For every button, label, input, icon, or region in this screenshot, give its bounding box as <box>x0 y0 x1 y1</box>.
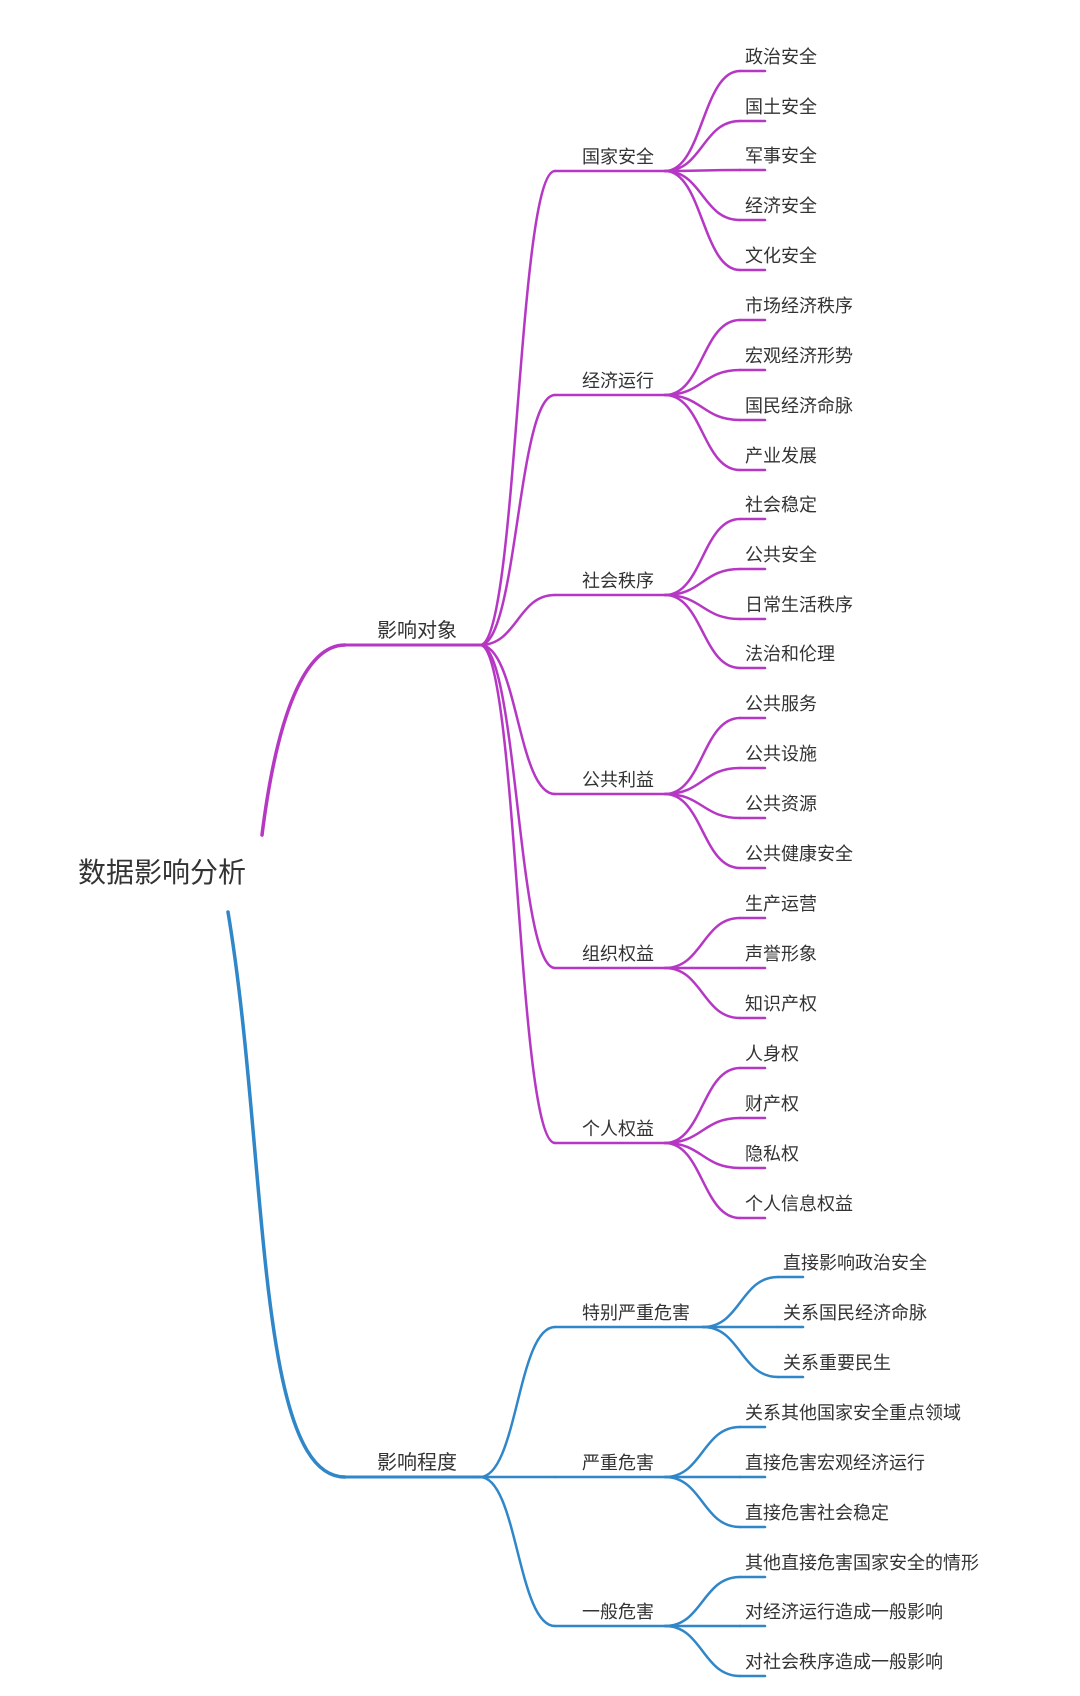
edge-level2-to-leaf-0-3-0 <box>663 716 742 796</box>
level1-node-label: 影响程度 <box>377 1450 457 1474</box>
edge-level1-to-level2-1-2 <box>478 1475 557 1628</box>
leaf-node-label: 公共资源 <box>745 794 817 815</box>
level2-node-label: 经济运行 <box>582 371 654 392</box>
edge-level2-to-leaf-0-4-2 <box>663 966 742 1020</box>
edge-level2-to-leaf-0-1-3 <box>663 393 742 472</box>
edge-level2-to-leaf-1-1-2 <box>663 1475 742 1529</box>
edge-level2-to-leaf-0-2-0 <box>663 517 742 597</box>
edge-level2-to-leaf-0-0-1 <box>663 119 742 173</box>
leaf-node-label: 国土安全 <box>745 97 817 118</box>
edge-level2-to-leaf-0-5-2 <box>663 1141 742 1170</box>
leaf-node-label: 关系重要民生 <box>783 1353 891 1374</box>
edge-level1-to-level2-0-3 <box>478 643 557 796</box>
edge-level2-to-leaf-0-3-2 <box>663 792 742 820</box>
edge-level2-to-leaf-0-1-2 <box>663 393 742 422</box>
leaf-node-label: 军事安全 <box>745 146 817 167</box>
edge-level1-to-level2-1-0 <box>478 1325 557 1479</box>
leaf-node-label: 人身权 <box>745 1044 799 1065</box>
leaf-node-label: 对经济运行造成一般影响 <box>745 1602 943 1623</box>
leaf-node-label: 关系其他国家安全重点领域 <box>745 1403 961 1424</box>
level2-node-label: 严重危害 <box>582 1453 654 1474</box>
edge-level2-to-leaf-0-3-3 <box>663 792 742 870</box>
mind-map-edges <box>226 69 805 1678</box>
leaf-node-label: 社会稳定 <box>745 495 817 516</box>
leaf-node-label: 公共健康安全 <box>745 844 853 865</box>
leaf-node-label: 公共安全 <box>745 545 817 566</box>
level2-node-label: 组织权益 <box>582 944 654 965</box>
edge-level1-to-level2-0-1 <box>478 393 557 647</box>
edge-level2-to-leaf-1-1-0 <box>663 1425 742 1479</box>
leaf-node-label: 市场经济秩序 <box>745 296 853 317</box>
edge-level2-to-leaf-0-3-1 <box>663 766 742 796</box>
leaf-node-label: 宏观经济形势 <box>745 346 853 367</box>
leaf-node-label: 文化安全 <box>745 246 817 267</box>
leaf-node-label: 直接影响政治安全 <box>783 1253 927 1274</box>
edge-level2-to-leaf-0-0-3 <box>663 169 742 222</box>
leaf-node-label: 个人信息权益 <box>745 1194 853 1215</box>
level2-node-label: 个人权益 <box>582 1119 654 1140</box>
edge-level2-to-leaf-1-2-2 <box>663 1624 742 1678</box>
edge-level2-to-leaf-0-1-0 <box>663 318 742 397</box>
leaf-node-label: 国民经济命脉 <box>745 396 853 417</box>
edge-level2-to-leaf-0-5-0 <box>663 1066 742 1145</box>
edge-level2-to-leaf-1-2-0 <box>663 1575 742 1628</box>
edge-level1-to-level2-0-5 <box>478 643 557 1145</box>
edge-level2-to-leaf-0-1-1 <box>663 368 742 397</box>
leaf-node-label: 产业发展 <box>745 446 817 467</box>
edge-level2-to-leaf-0-0-0 <box>663 69 742 173</box>
leaf-node-label: 直接危害社会稳定 <box>745 1503 889 1524</box>
edge-level2-to-leaf-1-0-0 <box>701 1275 780 1329</box>
edge-level2-to-leaf-0-0-4 <box>663 169 742 272</box>
leaf-node-label: 公共设施 <box>745 744 817 765</box>
edge-level2-to-leaf-0-5-3 <box>663 1141 742 1220</box>
leaf-node-label: 政治安全 <box>745 47 817 68</box>
leaf-node-label: 经济安全 <box>745 196 817 217</box>
leaf-node-label: 其他直接危害国家安全的情形 <box>745 1553 979 1574</box>
edge-level2-to-leaf-1-0-2 <box>701 1325 780 1379</box>
level2-node-label: 特别严重危害 <box>582 1303 690 1324</box>
edge-level1-to-level2-0-4 <box>478 643 557 970</box>
level1-node-label: 影响对象 <box>377 618 457 642</box>
root-node-label: 数据影响分析 <box>78 856 246 889</box>
edge-root-to-1 <box>226 910 347 1479</box>
level2-node-label: 社会秩序 <box>582 571 654 592</box>
leaf-node-label: 关系国民经济命脉 <box>783 1303 927 1324</box>
edge-level2-to-leaf-0-0-2 <box>663 168 742 173</box>
leaf-node-label: 日常生活秩序 <box>745 595 853 616</box>
leaf-node-label: 对社会秩序造成一般影响 <box>745 1652 943 1673</box>
leaf-node-label: 知识产权 <box>745 994 817 1015</box>
leaf-node-label: 公共服务 <box>745 694 817 715</box>
edge-root-to-0 <box>260 643 347 837</box>
leaf-node-label: 财产权 <box>745 1094 799 1115</box>
level2-node-label: 公共利益 <box>582 770 654 791</box>
leaf-node-label: 声誉形象 <box>745 944 817 965</box>
edge-level1-to-level2-0-2 <box>478 593 557 647</box>
edge-level2-to-leaf-0-5-1 <box>663 1116 742 1145</box>
leaf-node-label: 直接危害宏观经济运行 <box>745 1453 925 1474</box>
leaf-node-label: 隐私权 <box>745 1144 799 1165</box>
edge-level2-to-leaf-0-2-2 <box>663 593 742 621</box>
leaf-node-label: 法治和伦理 <box>745 644 835 665</box>
edge-level2-to-leaf-0-4-0 <box>663 916 742 970</box>
level2-node-label: 国家安全 <box>582 147 654 168</box>
level2-node-label: 一般危害 <box>582 1602 654 1623</box>
edge-level2-to-leaf-0-2-1 <box>663 567 742 597</box>
edge-level2-to-leaf-0-2-3 <box>663 593 742 670</box>
edge-level1-to-level2-0-0 <box>478 169 557 647</box>
leaf-node-label: 生产运营 <box>745 894 817 915</box>
